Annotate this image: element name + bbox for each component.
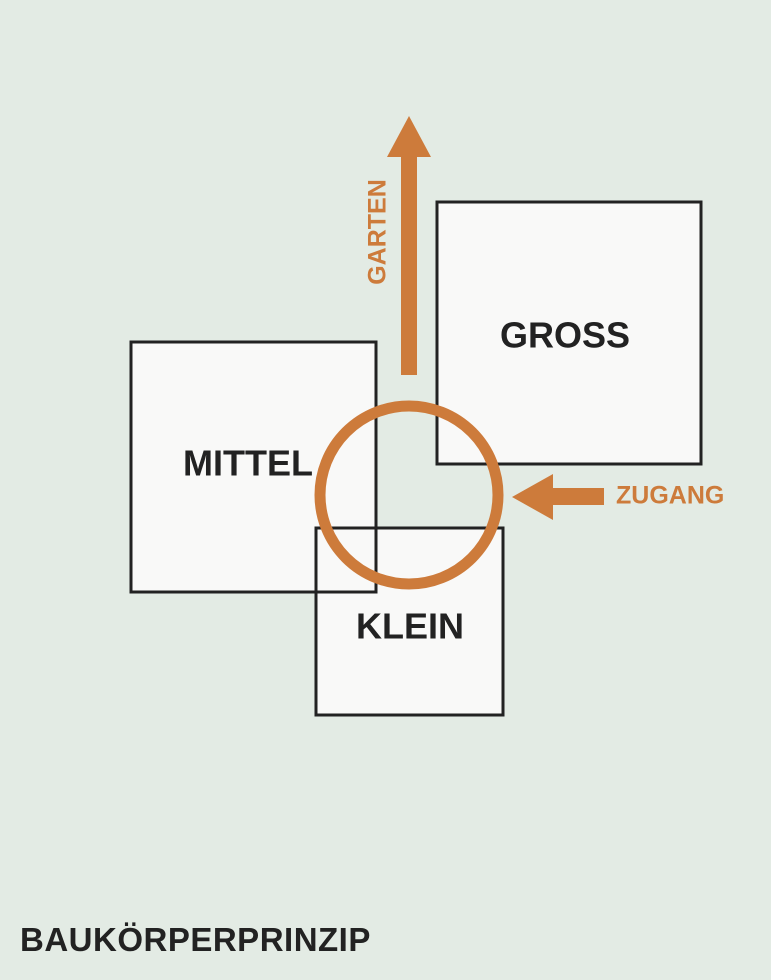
box-mittel-overlap-edge (316, 528, 378, 594)
label-gross: GROSS (500, 315, 630, 356)
label-klein: KLEIN (356, 606, 464, 647)
box-gross (435, 200, 703, 466)
center-circle (314, 400, 504, 590)
label-mittel: MITTEL (183, 443, 313, 484)
label-garten: GARTEN (364, 179, 392, 285)
label-zugang: ZUGANG (616, 482, 724, 510)
zugang-arrow (512, 474, 604, 520)
garten-arrow (387, 116, 431, 375)
diagram-caption: BAUKÖRPERPRINZIP (20, 921, 371, 958)
